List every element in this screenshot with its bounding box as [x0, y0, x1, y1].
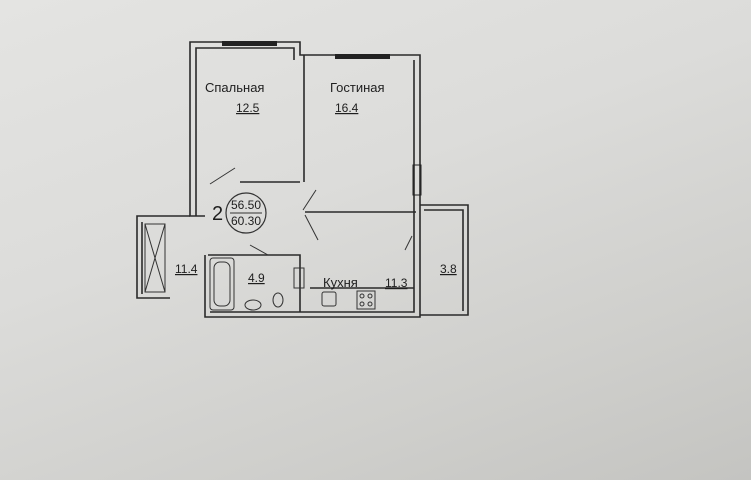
walls: [136, 41, 469, 318]
room-area: 4.9: [248, 271, 265, 285]
room-area: 12.5: [236, 101, 260, 115]
room-area: 16.4: [335, 101, 359, 115]
room-name: Гостиная: [330, 80, 385, 95]
window: [412, 164, 422, 196]
room-name: Кухня: [323, 275, 358, 290]
doors: [209, 167, 413, 256]
rooms-count: 2: [212, 203, 223, 225]
kitchen-sink-icon: [321, 291, 337, 307]
apartment-badge: 2 56.50 60.30: [212, 192, 267, 234]
room-name: Спальная: [205, 80, 264, 95]
window: [222, 41, 277, 46]
boiler-icon: [293, 267, 305, 289]
window: [335, 54, 390, 59]
sink-icon: [244, 299, 262, 311]
room-area: 3.8: [440, 262, 457, 276]
area-living: 56.50: [231, 198, 261, 212]
room-area: 11.4: [175, 262, 198, 276]
bathtub-icon: [209, 257, 235, 311]
stove-icon: [356, 290, 376, 310]
fixtures: [144, 223, 376, 311]
toilet-icon: [272, 292, 284, 308]
area-total: 60.30: [231, 214, 261, 228]
room-area: 11.3: [385, 276, 408, 290]
ventilation-shaft: [144, 223, 166, 293]
windows: [222, 41, 422, 196]
